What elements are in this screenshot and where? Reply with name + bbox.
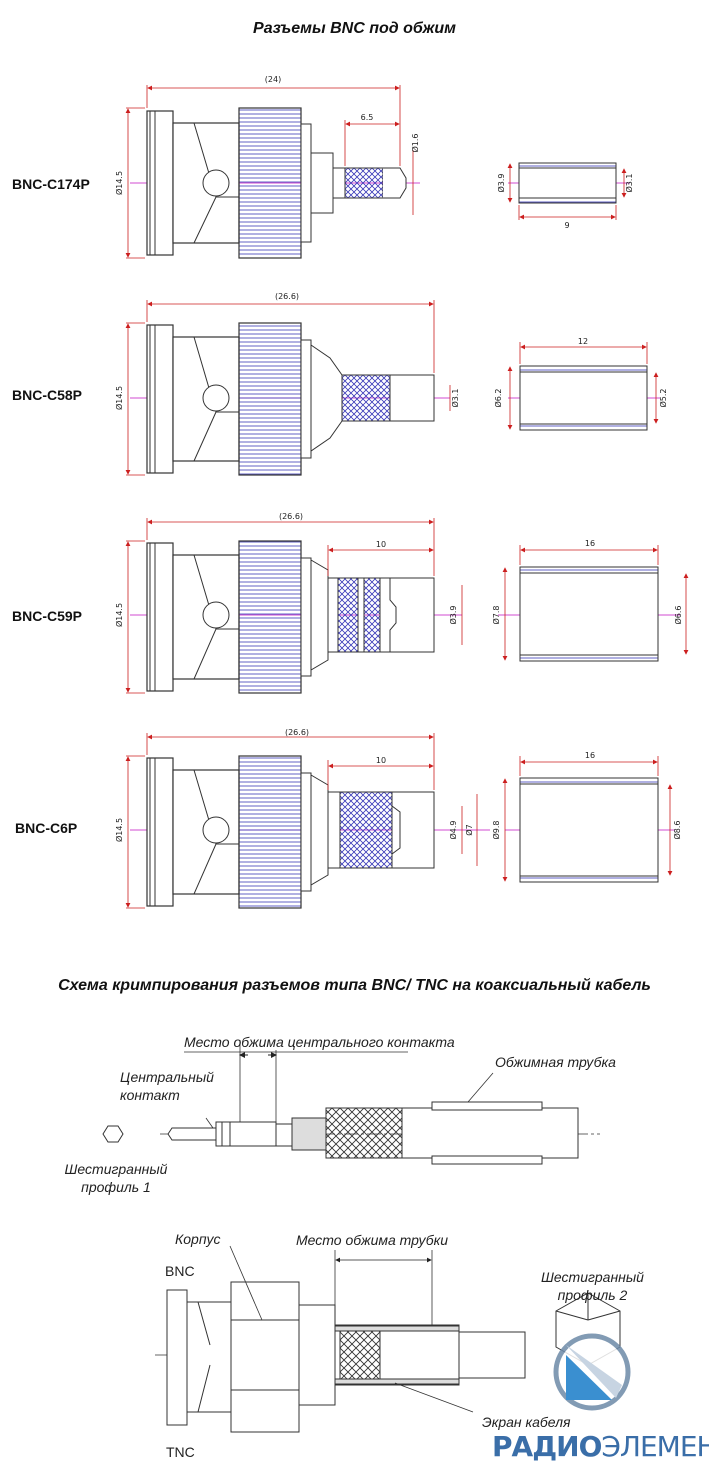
crimp-scheme-drawing: [102, 1040, 631, 1433]
model-label: BNC-C174P: [12, 176, 90, 192]
crimp-tube-label: Обжимная трубка: [495, 1054, 616, 1070]
connector-bnc-c6p: (26.6) 10 Ø4.9 Ø7 Ø14.5 16 Ø9.8 Ø8.6: [114, 728, 682, 909]
page-title: Разъемы BNC под обжим: [253, 20, 456, 37]
cable-assembly-lower: [155, 1245, 621, 1433]
cable-screen-label: Экран кабеля: [482, 1414, 571, 1430]
sleeve-length-dim: 16: [585, 751, 595, 760]
overall-length-dim: (26.6): [285, 728, 309, 737]
connector-drawings: (24) 6.5 Ø1.6 Ø14.5 9 Ø3.9 Ø3.1: [114, 75, 689, 909]
sleeve-length-dim: 12: [578, 337, 588, 346]
pin-dia2-dim: Ø7: [464, 824, 474, 835]
pin-dia-dim: Ø1.6: [410, 133, 420, 152]
sleeve-od-dim: Ø9.8: [491, 820, 501, 839]
model-label: BNC-C58P: [12, 387, 83, 403]
body-dia-dim: Ø14.5: [114, 171, 124, 195]
hex-profile-2-label: Шестигранный профиль 2: [541, 1269, 644, 1303]
pin-dia-dim: Ø3.9: [448, 605, 458, 624]
overall-length-dim: (24): [265, 75, 281, 84]
body-dia-dim: Ø14.5: [114, 386, 124, 410]
sleeve-id-dim: Ø3.1: [624, 173, 634, 192]
logo-emblem-icon: [553, 1333, 631, 1411]
model-label: BNC-C6P: [15, 820, 78, 836]
sleeve-length-dim: 16: [585, 539, 595, 548]
connector-bnc-c59p: (26.6) 10 Ø3.9 Ø14.5 16 Ø7.8 Ø6.6: [114, 512, 689, 694]
tube-crimp-place-label: Место обжима трубки: [296, 1232, 449, 1248]
logo-text-part2: ЭЛЕМЕНТ: [601, 1430, 709, 1463]
sleeve-id-dim: Ø8.6: [672, 820, 682, 839]
pin-length-dim: 6.5: [361, 113, 374, 122]
cable-assembly-upper: [102, 1040, 600, 1165]
overall-length-dim: (26.6): [275, 292, 299, 301]
tnc-label: TNC: [166, 1444, 195, 1460]
connector-bnc-c174p: (24) 6.5 Ø1.6 Ø14.5 9 Ø3.9 Ø3.1: [114, 75, 634, 259]
bnc-label: BNC: [165, 1263, 195, 1279]
logo-text-part1: РАДИО: [492, 1430, 602, 1463]
body-label: Корпус: [175, 1231, 221, 1247]
sleeve-id-dim: Ø6.6: [673, 605, 683, 624]
crimp-length-dim: 10: [376, 756, 386, 765]
body-dia-dim: Ø14.5: [114, 818, 124, 842]
scheme-title: Схема кримпирования разъемов типа BNC/ T…: [58, 977, 651, 994]
pin-dia-dim: Ø3.1: [450, 388, 460, 407]
pin-dia-dim: Ø4.9: [448, 820, 458, 839]
connector-bnc-c58p: (26.6) Ø3.1 Ø14.5 12 Ø6.2 Ø5.2: [114, 292, 668, 476]
sleeve-od-dim: Ø3.9: [496, 173, 506, 192]
crimp-length-dim: 10: [376, 540, 386, 549]
sleeve-od-dim: Ø6.2: [493, 388, 503, 407]
brand-logo: РАДИОЭЛЕМЕНТ: [492, 1430, 709, 1463]
overall-length-dim: (26.6): [279, 512, 303, 521]
sleeve-id-dim: Ø5.2: [658, 388, 668, 407]
body-dia-dim: Ø14.5: [114, 603, 124, 627]
sleeve-od-dim: Ø7.8: [491, 605, 501, 624]
model-label: BNC-C59P: [12, 608, 83, 624]
center-crimp-label: Место обжима центрального контакта: [184, 1034, 455, 1050]
sleeve-length-dim: 9: [564, 221, 569, 230]
hex-profile-1-label: Шестигранный профиль 1: [64, 1161, 168, 1195]
center-contact-label: Центральный контакт: [120, 1069, 214, 1103]
